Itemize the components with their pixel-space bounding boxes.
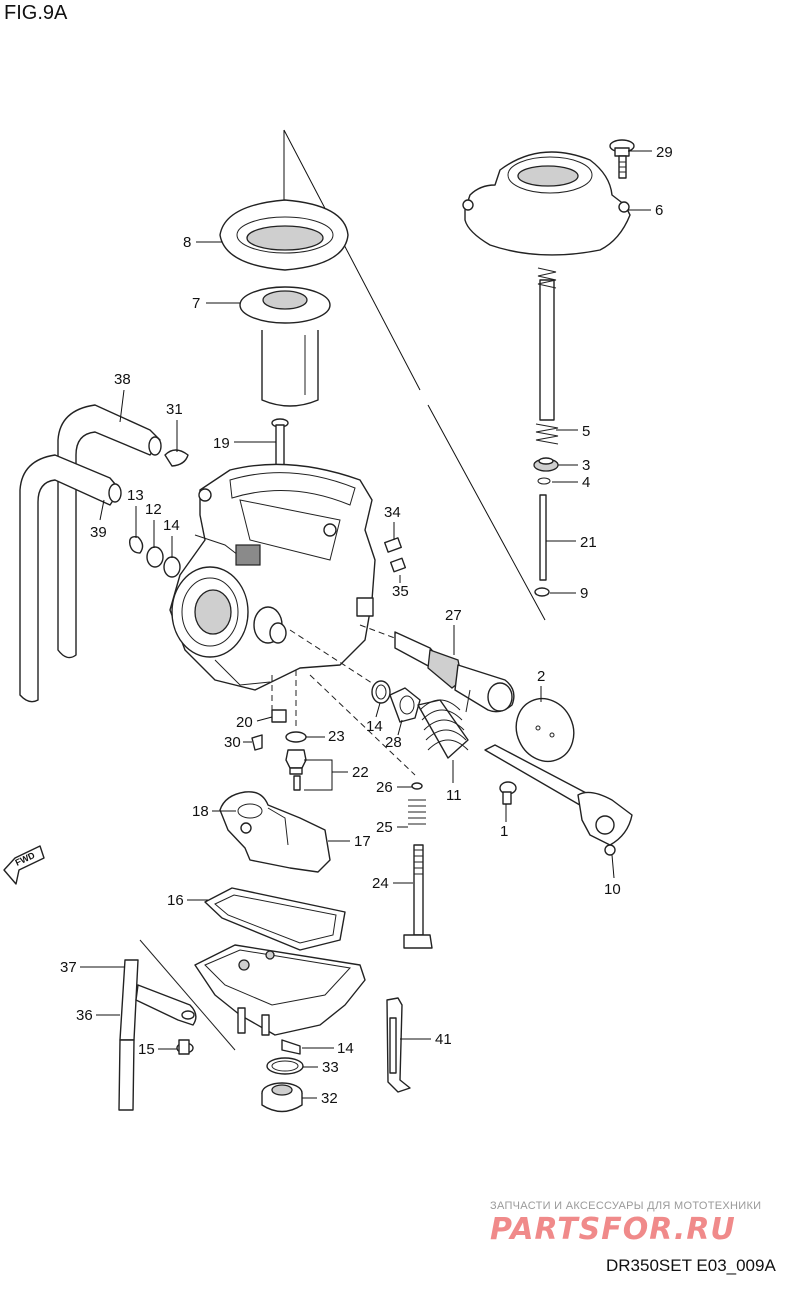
callout-34: 33 [322, 1059, 339, 1076]
callout-7: 7 [192, 295, 200, 312]
callout-31: 30 [224, 734, 241, 751]
callout-22: 21 [580, 534, 597, 551]
callout-24: 23 [328, 728, 345, 745]
callout-32: 31 [166, 401, 183, 418]
callout-10: 10 [604, 881, 621, 898]
callout-21: 20 [236, 714, 253, 731]
callout-25: 24 [372, 875, 389, 892]
part-piston-slide [239, 286, 331, 407]
callout-13: 13 [127, 487, 144, 504]
part-diaphragm [219, 199, 349, 271]
callout-26: 25 [376, 819, 393, 836]
callout-8: 8 [183, 234, 191, 251]
part-drain-hose [118, 939, 236, 1111]
part-screw-16 [176, 1039, 194, 1055]
part-float [219, 791, 331, 873]
callout-27: 26 [376, 779, 393, 796]
callout-15: 14 [337, 1040, 354, 1057]
part-collar-29 [389, 687, 421, 723]
callout-17: 16 [167, 892, 184, 909]
callout-14a: 14 [163, 517, 180, 534]
forward-arrow-icon: FWD [3, 845, 45, 885]
part-throttle-shaft [484, 744, 633, 856]
callout-33: 32 [321, 1090, 338, 1107]
callout-41: 41 [435, 1031, 452, 1048]
callout-39: 38 [114, 371, 131, 388]
part-pilot-screw-set [403, 782, 433, 949]
part-hose-clamp [164, 449, 189, 467]
part-spring-11 [417, 689, 471, 759]
part-top-cap [462, 151, 631, 256]
callout-20: 19 [213, 435, 230, 452]
callout-2: 2 [537, 668, 545, 685]
part-jet-needle [534, 494, 550, 597]
part-plate-2 [515, 697, 575, 763]
part-carburetor-body [169, 463, 376, 691]
callout-16: 15 [138, 1041, 155, 1058]
part-drain-screw-15 [281, 1039, 301, 1055]
callout-38: 37 [60, 959, 77, 976]
part-drain-plug-33 [261, 1082, 303, 1113]
assembly-dashed-lines [271, 624, 416, 776]
watermark-logo: PARTSFOR.RU [490, 1212, 736, 1247]
callout-18: 17 [354, 833, 371, 850]
part-screw-1 [499, 781, 517, 805]
part-jets-35-36 [384, 537, 407, 573]
part-float-bowl-gasket [204, 887, 346, 951]
callout-36: 35 [392, 583, 409, 600]
callout-3: 3 [582, 457, 590, 474]
callout-4: 4 [582, 474, 590, 491]
part-jets-lower [251, 709, 307, 791]
callout-5: 5 [582, 423, 590, 440]
part-needle-rod [535, 267, 559, 445]
callout-29: 28 [385, 734, 402, 751]
callout-9: 9 [580, 585, 588, 602]
callout-28: 27 [445, 607, 462, 624]
part-cap-screw [609, 139, 635, 179]
callout-37: 36 [76, 1007, 93, 1024]
figure-title: FIG.9A [4, 2, 68, 24]
part-float-bowl [194, 944, 366, 1036]
callout-30: 29 [656, 144, 673, 161]
part-throttle-stop [394, 631, 515, 713]
callout-6: 6 [655, 202, 663, 219]
callout-35: 34 [384, 504, 401, 521]
callout-40: 39 [90, 524, 107, 541]
part-bracket-41 [386, 997, 411, 1093]
callout-23: 22 [352, 764, 369, 781]
part-o-ring-34 [266, 1057, 304, 1075]
callout-19: 18 [192, 803, 209, 820]
callout-11: 11 [446, 787, 462, 804]
part-vent-hoses [19, 404, 162, 703]
callout-12: 12 [145, 501, 162, 518]
callout-1: 1 [500, 823, 508, 840]
drawing-code: DR350SET E03_009A [606, 1256, 776, 1275]
callout-14b: 14 [366, 718, 383, 735]
part-needle-clip [533, 457, 559, 485]
part-callouts: 29 6 8 7 5 3 4 21 9 38 31 19 13 12 14 39… [60, 144, 673, 1107]
part-seal-14 [371, 680, 391, 704]
watermark-tagline: ЗАПЧАСТИ И АКСЕССУАРЫ ДЛЯ МОТОТЕХНИКИ [490, 1200, 762, 1212]
